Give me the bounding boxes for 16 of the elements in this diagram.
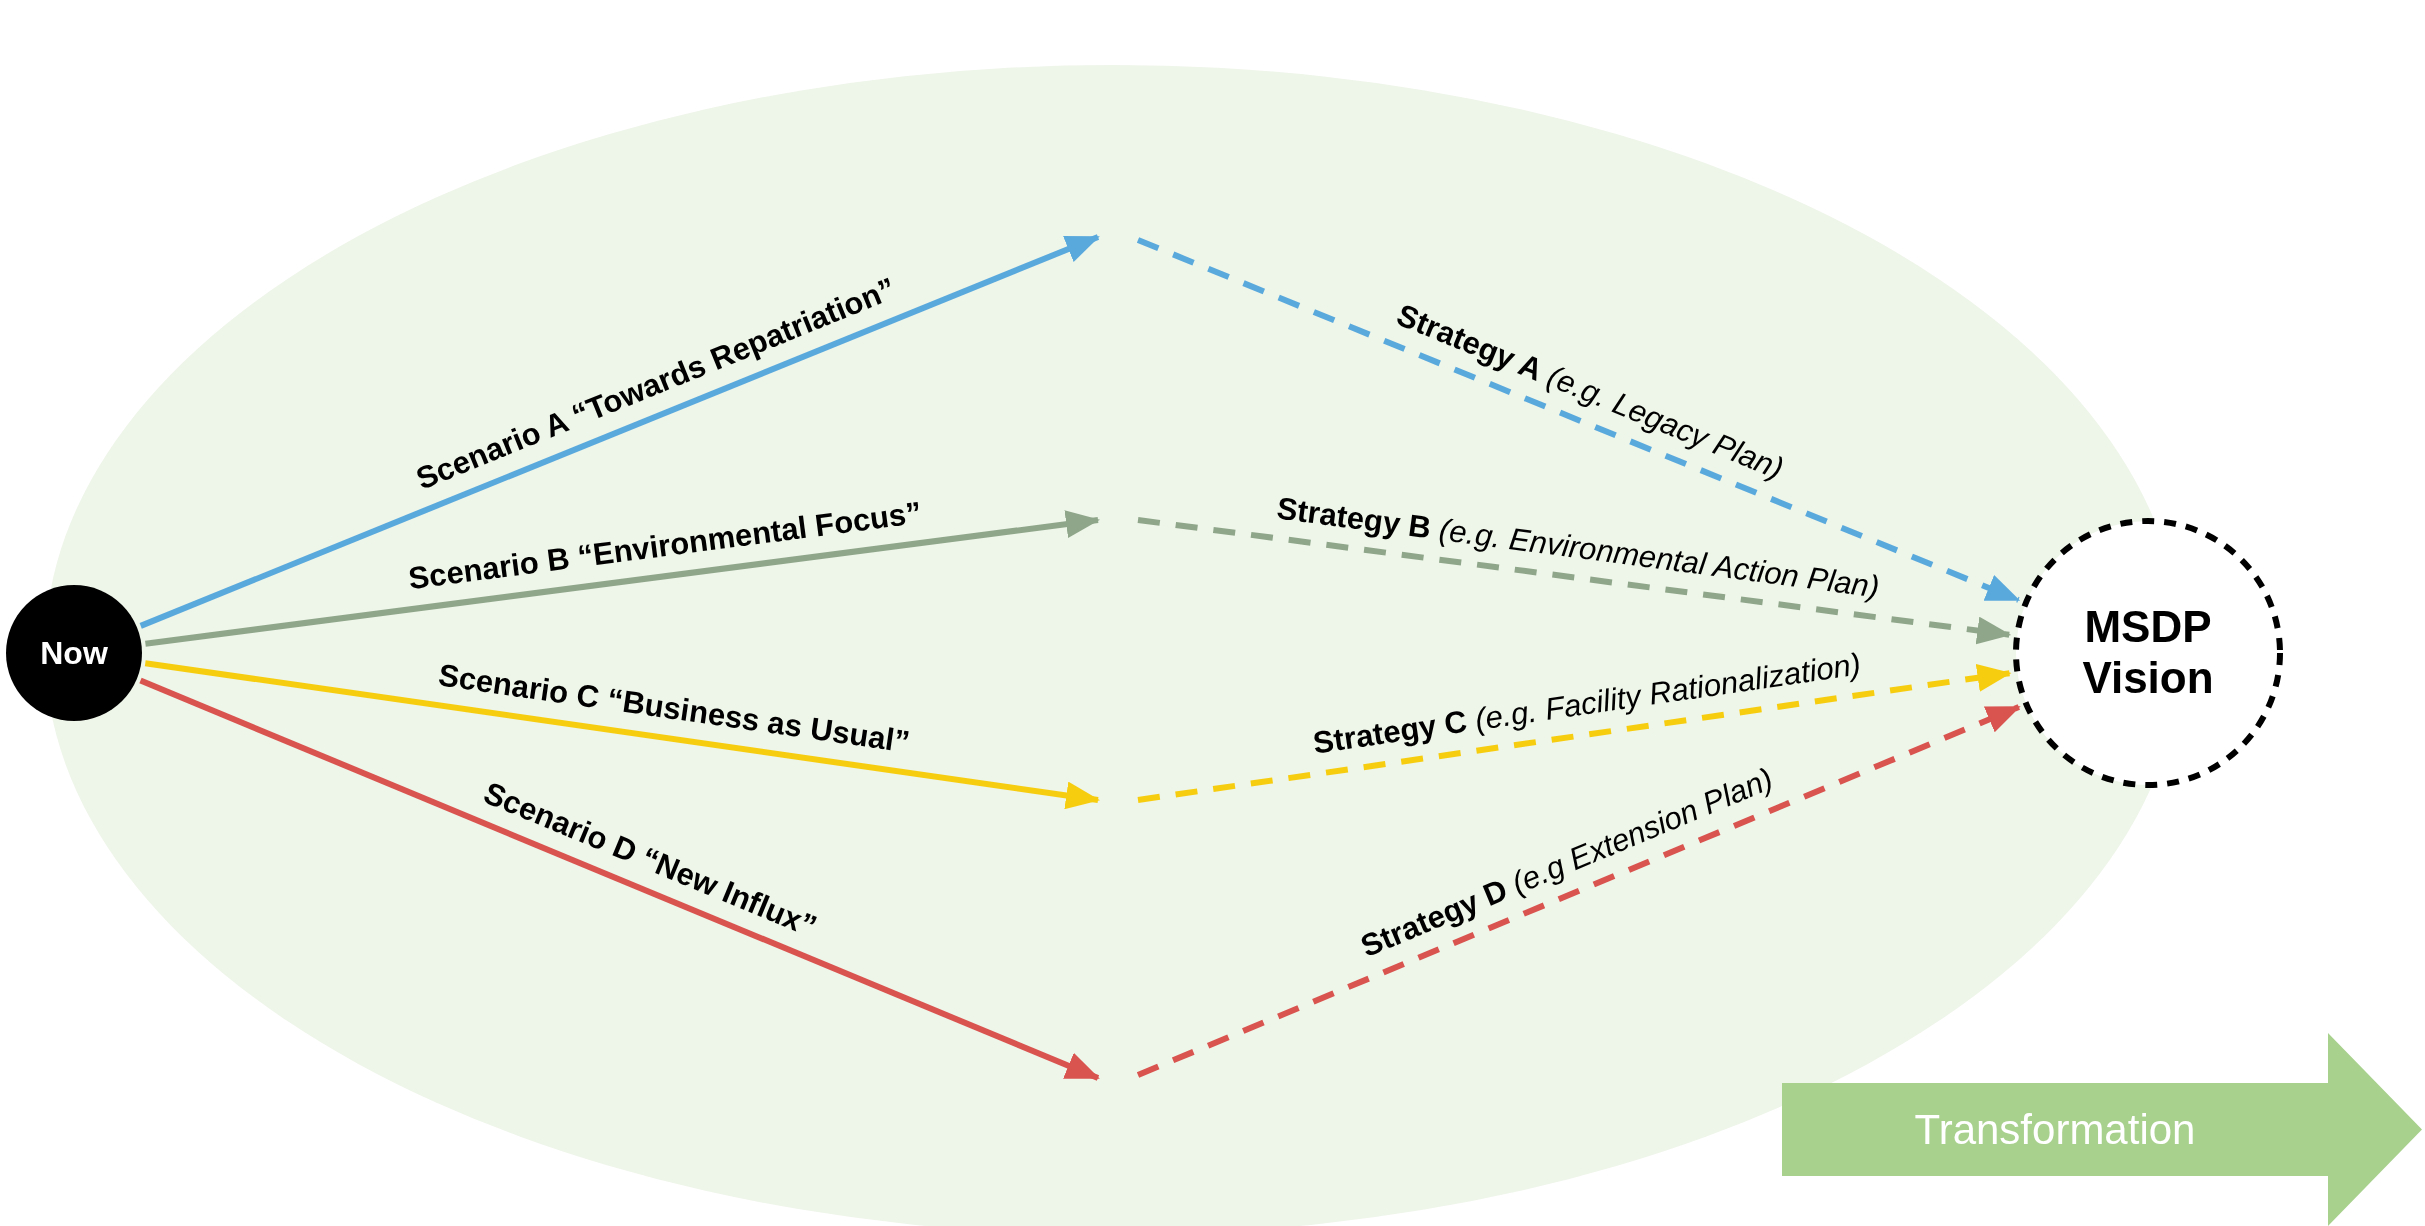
arrow (1136, 704, 2021, 1078)
arrow (139, 677, 1100, 1081)
edge-label: Scenario B “Environmental Focus” (406, 494, 924, 598)
node-label: Now (40, 634, 108, 672)
arrow (1136, 237, 2021, 603)
arrow (139, 234, 1100, 629)
block-arrow (1782, 1033, 2422, 1226)
arrow-label: Transformation (1913, 1104, 2197, 1155)
goal-circle (2012, 517, 2284, 789)
arrow (1137, 517, 2012, 645)
node-label: MSDP Vision (2081, 602, 2215, 704)
arrow (145, 510, 1100, 647)
arrow (144, 660, 1100, 810)
edge-label: Strategy B (e.g. Environmental Action Plan) (1274, 490, 1881, 606)
edge-label: Scenario C “Business as Usual” (435, 657, 912, 761)
arrow (1137, 663, 2012, 803)
